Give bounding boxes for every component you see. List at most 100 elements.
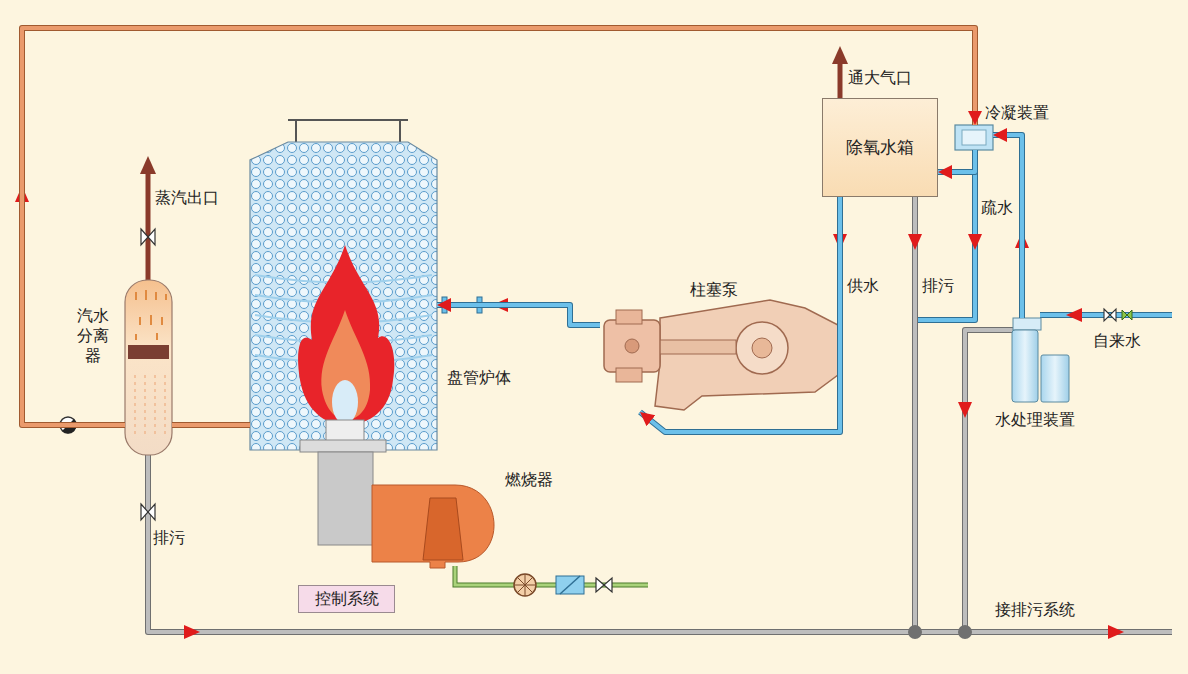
pipe-label: 排污	[153, 528, 185, 547]
plunger-pump-body	[736, 322, 788, 374]
fuel-line	[455, 566, 648, 596]
pipe-label: 通大气口	[848, 68, 912, 87]
burner-unit	[300, 420, 494, 568]
condenser-unit	[955, 125, 993, 150]
plunger-pump-body	[616, 310, 642, 324]
deaerator-tank: 除氧水箱	[822, 98, 938, 197]
label-holder: 水处理装置	[995, 410, 1075, 430]
steam-outlet	[140, 156, 156, 282]
steam-outlet	[141, 229, 155, 245]
flow-arrow	[958, 402, 972, 418]
pipe-connector	[640, 197, 840, 432]
plunger-pump-body	[616, 368, 642, 382]
label-holder: 盘管炉体	[447, 368, 511, 388]
pipe-line	[22, 28, 975, 425]
pipe-connector	[437, 305, 600, 325]
burner: 燃烧器	[372, 478, 500, 568]
steam-water-separator	[125, 280, 172, 455]
label-holder: 蒸汽出口	[155, 188, 219, 208]
plunger-pump-body	[625, 339, 639, 353]
pipe-junction	[908, 625, 922, 639]
water-treatment-unit	[1041, 355, 1069, 402]
equipment-label: 柱塞泵	[690, 280, 738, 299]
pipe-junction	[958, 625, 972, 639]
coil-boiler-body	[298, 245, 394, 425]
burner-unit	[423, 498, 463, 560]
fuel-line	[596, 578, 612, 592]
pipe-junction	[908, 625, 972, 639]
pipe-label: 供水	[847, 276, 879, 295]
fuel-line	[514, 574, 536, 596]
condenser: 冷凝装置	[955, 125, 993, 150]
pipe-connector	[172, 425, 250, 426]
valve	[60, 417, 155, 520]
equipment-label: 燃烧器	[505, 470, 553, 489]
steam-water-separator	[125, 280, 172, 455]
plunger-pump-body	[604, 300, 842, 410]
pipe-outline	[172, 422, 250, 428]
flow-arrow	[1108, 625, 1124, 639]
label-holder: 汽水分离器	[77, 306, 109, 366]
pipe-outline	[993, 135, 1022, 318]
flow-arrow	[184, 625, 200, 639]
label-holder: 柱塞泵	[690, 280, 738, 300]
flow-arrow	[1066, 308, 1082, 322]
vent-pipe	[832, 46, 848, 98]
coil-boiler-body	[332, 380, 358, 424]
water-treatment-unit	[1012, 330, 1038, 402]
label-holder: 排污	[153, 528, 185, 548]
plunger-pump-body	[752, 338, 772, 358]
fuel-line	[514, 574, 536, 596]
pipe-connector	[22, 28, 975, 425]
pipe-label: 接排污系统	[995, 600, 1075, 619]
control-system-box: 控制系统	[298, 585, 395, 613]
label-holder: 接排污系统	[995, 600, 1075, 620]
equipment-label: 冷凝装置	[985, 103, 1049, 122]
plunger-pump-body	[604, 320, 660, 372]
flow-arrow	[968, 234, 982, 250]
pipe-line	[993, 135, 1022, 318]
equipment-label: 除氧水箱	[846, 137, 914, 158]
label-holder: 排污	[922, 276, 954, 296]
pipe-line	[938, 150, 975, 172]
pipe-label: 自来水	[1093, 331, 1141, 350]
burner-unit	[372, 485, 494, 568]
water-treatment-unit	[1013, 318, 1041, 330]
vent-pipe	[832, 46, 848, 64]
pipe-label: 疏水	[981, 198, 1013, 217]
valve	[141, 504, 155, 520]
valve	[1104, 309, 1116, 321]
flow-arrow	[908, 234, 922, 250]
fuel-line	[560, 576, 580, 594]
pipe-outline	[640, 197, 840, 432]
water-treatment-unit	[1012, 318, 1069, 402]
steam-water-separator	[135, 375, 165, 435]
label-holder: 疏水	[981, 198, 1013, 218]
steam-water-separator	[128, 345, 169, 359]
pipe-line	[640, 197, 840, 432]
pipe-outline	[938, 150, 975, 172]
steam-outlet	[146, 172, 151, 282]
steam-outlet	[140, 156, 156, 174]
pipe-outline	[437, 305, 600, 325]
label-holder: 冷凝装置	[985, 103, 1049, 123]
equipment-label: 水处理装置	[995, 410, 1075, 429]
coil-boiler-body	[250, 120, 437, 450]
valve	[1104, 309, 1132, 321]
valve	[1122, 310, 1132, 320]
label-holder: 通大气口	[848, 68, 912, 88]
pipe-outline	[22, 28, 975, 425]
steam-water-separator: 汽水分离器	[125, 280, 172, 455]
pipe-line	[172, 423, 250, 427]
pipe-label: 排污	[922, 276, 954, 295]
plunger-pump-body	[650, 340, 736, 354]
coil-boiler-body	[288, 120, 408, 142]
coil-boiler: 盘管炉体	[250, 142, 437, 450]
equipment-label: 汽水分离器	[77, 306, 109, 366]
pipe-connector	[993, 135, 1022, 318]
vent-pipe	[838, 62, 843, 98]
